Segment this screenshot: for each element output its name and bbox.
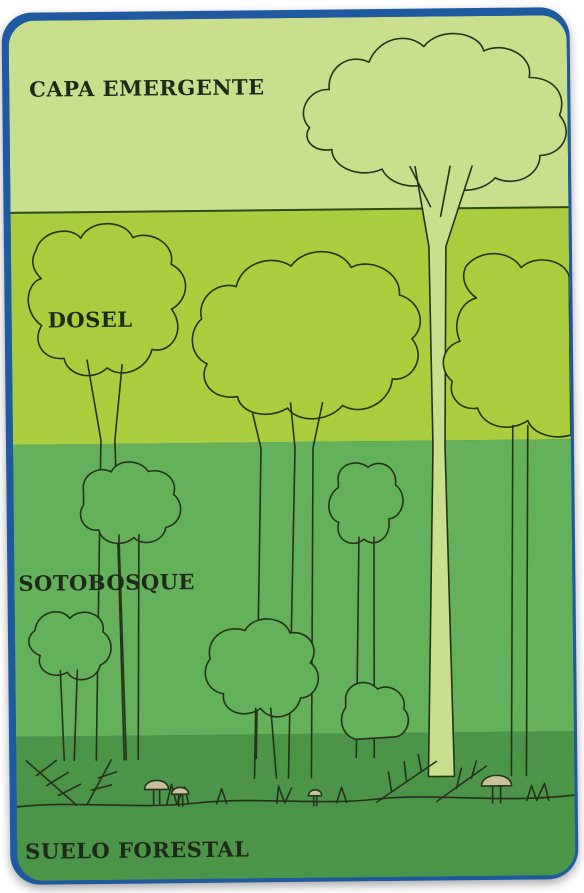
canopy-crown-center [191, 251, 421, 420]
emergent-tree-trunk [410, 166, 478, 777]
forest-floor-label: SUELO FORESTAL [25, 836, 249, 863]
canopy-crown-right [442, 253, 571, 438]
mushroom-1 [144, 780, 168, 804]
canopy-tree-trunk-right [508, 426, 532, 776]
understory-tree-left [80, 461, 183, 760]
understory-layer-label: SOTOBOSQUE [18, 569, 195, 596]
understory-shrub-center [205, 618, 320, 779]
canopy-tree-trunk-center [253, 403, 327, 779]
emergent-layer-label: CAPA EMERGENTE [29, 74, 265, 101]
forest-layers-diagram: CAPA EMERGENTE DOSEL SOTOBOSQUE SUELO FO… [9, 15, 576, 881]
understory-shrub-left [29, 611, 113, 761]
ground-line [17, 795, 575, 807]
fern-left [26, 760, 116, 806]
canopy-crown-left [27, 223, 186, 376]
canopy-layer-label: DOSEL [48, 307, 133, 333]
understory-shrub-right [341, 682, 408, 739]
trees-illustration [9, 15, 576, 881]
mushroom-3 [309, 790, 322, 806]
